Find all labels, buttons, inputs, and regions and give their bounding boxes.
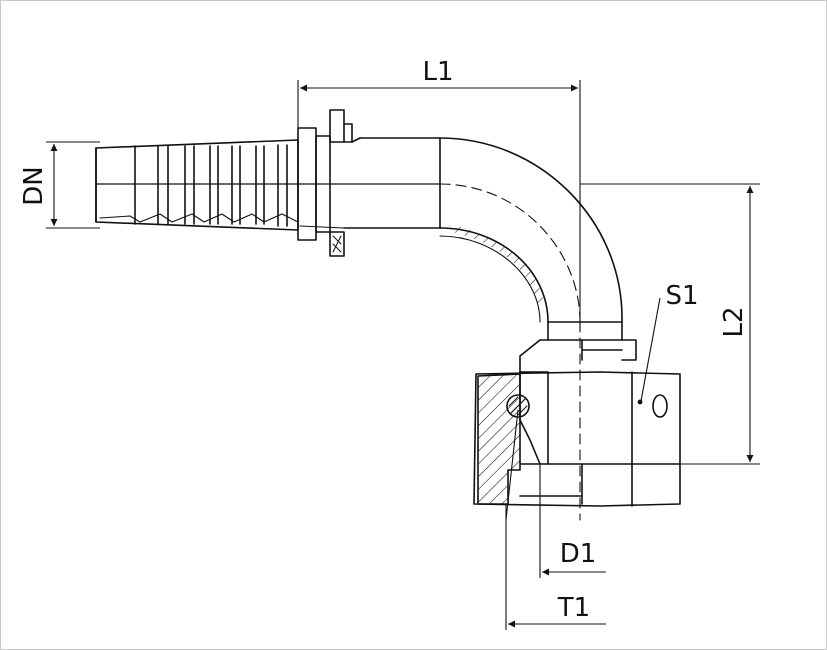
- label-t1: T1: [557, 593, 590, 623]
- dimension-dn: [46, 141, 100, 229]
- collar: [297, 109, 441, 257]
- dimension-l2: [580, 183, 760, 465]
- swivel-nut: [473, 371, 681, 507]
- label-l2: L2: [719, 306, 749, 337]
- elbow-bend: [439, 137, 623, 341]
- label-dn: DN: [19, 166, 49, 205]
- tube-straight: [299, 137, 441, 229]
- seat-cone: [506, 321, 581, 521]
- dimension-t1: [505, 409, 606, 630]
- label-l1: L1: [422, 57, 453, 87]
- dimension-s1: [640, 297, 661, 402]
- nut-neck: [519, 339, 637, 373]
- dimension-d1: [539, 464, 606, 578]
- hose-tail: [95, 139, 301, 231]
- label-d1: D1: [560, 539, 597, 569]
- dimension-l1: [297, 80, 581, 330]
- label-s1: S1: [665, 281, 698, 311]
